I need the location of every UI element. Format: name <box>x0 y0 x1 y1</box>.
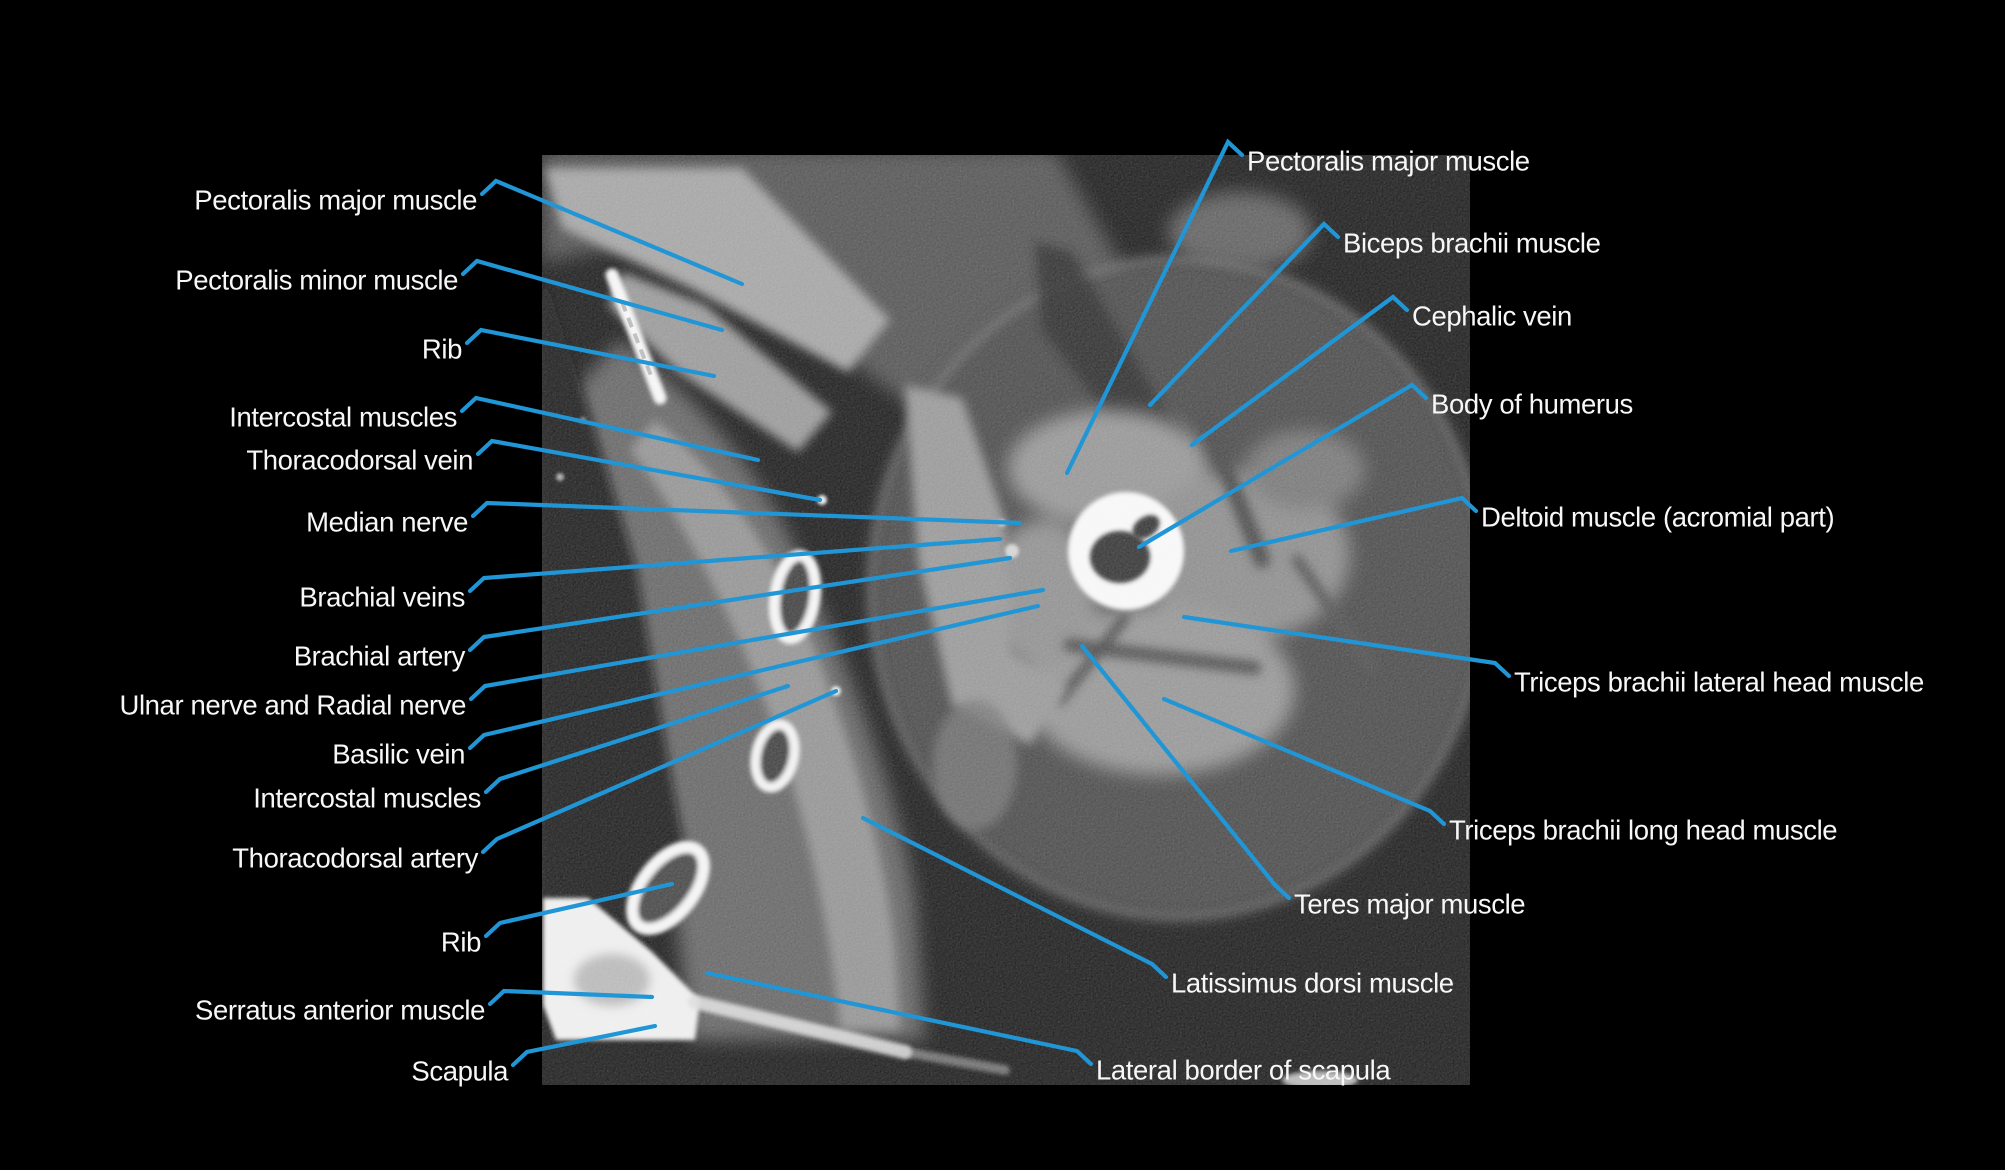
label-biceps-brachii-muscle-right: Biceps brachii muscle <box>1343 228 1601 259</box>
leader-line-cephalic-vein-right <box>1189 294 1410 448</box>
label-latissimus-dorsi-muscle-right: Latissimus dorsi muscle <box>1171 968 1454 999</box>
label-serratus-anterior-muscle-left: Serratus anterior muscle <box>195 995 485 1026</box>
label-brachial-veins-left: Brachial veins <box>299 582 465 613</box>
leader-line-triceps-brachii-long-head-muscle-right <box>1161 696 1447 827</box>
leader-line-deltoid-muscle-acromial-part-right <box>1228 495 1479 554</box>
leader-line-body-of-humerus-right <box>1136 382 1429 550</box>
label-teres-major-muscle-right: Teres major muscle <box>1294 889 1525 920</box>
label-deltoid-muscle-acromial-part-right: Deltoid muscle (acromial part) <box>1481 502 1834 533</box>
leader-line-latissimus-dorsi-muscle-right <box>860 815 1169 980</box>
leader-line-intercostal-muscles-left <box>483 683 791 795</box>
leader-line-ulnar-nerve-and-radial-nerve-left <box>468 587 1046 702</box>
leader-line-median-nerve-left <box>470 500 1023 526</box>
leader-line-pectoralis-major-muscle-right <box>1064 138 1245 476</box>
label-pectoralis-major-muscle-right: Pectoralis major muscle <box>1247 146 1530 177</box>
label-intercostal-muscles-left: Intercostal muscles <box>253 783 481 814</box>
label-brachial-artery-left: Brachial artery <box>294 641 466 672</box>
leader-line-pectoralis-minor-muscle-left <box>460 258 725 333</box>
leader-line-lateral-border-of-scapula-right <box>704 970 1094 1067</box>
label-intercostal-muscles-left: Intercostal muscles <box>229 402 457 433</box>
label-ulnar-nerve-and-radial-nerve-left: Ulnar nerve and Radial nerve <box>119 690 466 721</box>
label-triceps-brachii-lateral-head-muscle-right: Triceps brachii lateral head muscle <box>1514 667 1924 698</box>
label-rib-left: Rib <box>441 927 481 958</box>
label-median-nerve-left: Median nerve <box>306 507 468 538</box>
leader-lines-layer <box>459 138 1512 1068</box>
leader-line-thoracodorsal-vein-left <box>475 438 823 503</box>
label-pectoralis-minor-muscle-left: Pectoralis minor muscle <box>175 265 458 296</box>
leader-line-intercostal-muscles-left <box>459 395 761 463</box>
leader-line-pectoralis-major-muscle-left <box>479 178 745 287</box>
leader-line-biceps-brachii-muscle-right <box>1147 221 1341 408</box>
ct-noise-grain <box>542 155 1470 1085</box>
label-cephalic-vein-right: Cephalic vein <box>1412 301 1572 332</box>
leader-line-rib-left <box>483 881 675 939</box>
label-pectoralis-major-muscle-left: Pectoralis major muscle <box>194 185 477 216</box>
label-basilic-vein-left: Basilic vein <box>332 739 465 770</box>
label-rib-left: Rib <box>422 334 462 365</box>
label-body-of-humerus-right: Body of humerus <box>1431 389 1633 420</box>
leader-line-rib-left <box>464 327 717 379</box>
label-triceps-brachii-long-head-muscle-right: Triceps brachii long head muscle <box>1449 815 1837 846</box>
ct-scan-image <box>542 155 1470 1085</box>
leader-line-triceps-brachii-lateral-head-muscle-right <box>1181 614 1512 679</box>
label-scapula-left: Scapula <box>411 1056 509 1087</box>
leader-line-brachial-artery-left <box>467 555 1013 653</box>
leader-line-basilic-vein-left <box>467 603 1041 751</box>
label-thoracodorsal-vein-left: Thoracodorsal vein <box>246 445 473 476</box>
leader-line-scapula-left <box>510 1023 658 1068</box>
leader-line-teres-major-muscle-right <box>1079 643 1292 901</box>
leader-line-serratus-anterior-muscle-left <box>487 988 655 1007</box>
leader-line-brachial-veins-left <box>467 536 1003 594</box>
label-thoracodorsal-artery-left: Thoracodorsal artery <box>232 843 478 874</box>
label-lateral-border-of-scapula-right: Lateral border of scapula <box>1096 1055 1391 1086</box>
leader-line-thoracodorsal-artery-left <box>480 688 839 855</box>
